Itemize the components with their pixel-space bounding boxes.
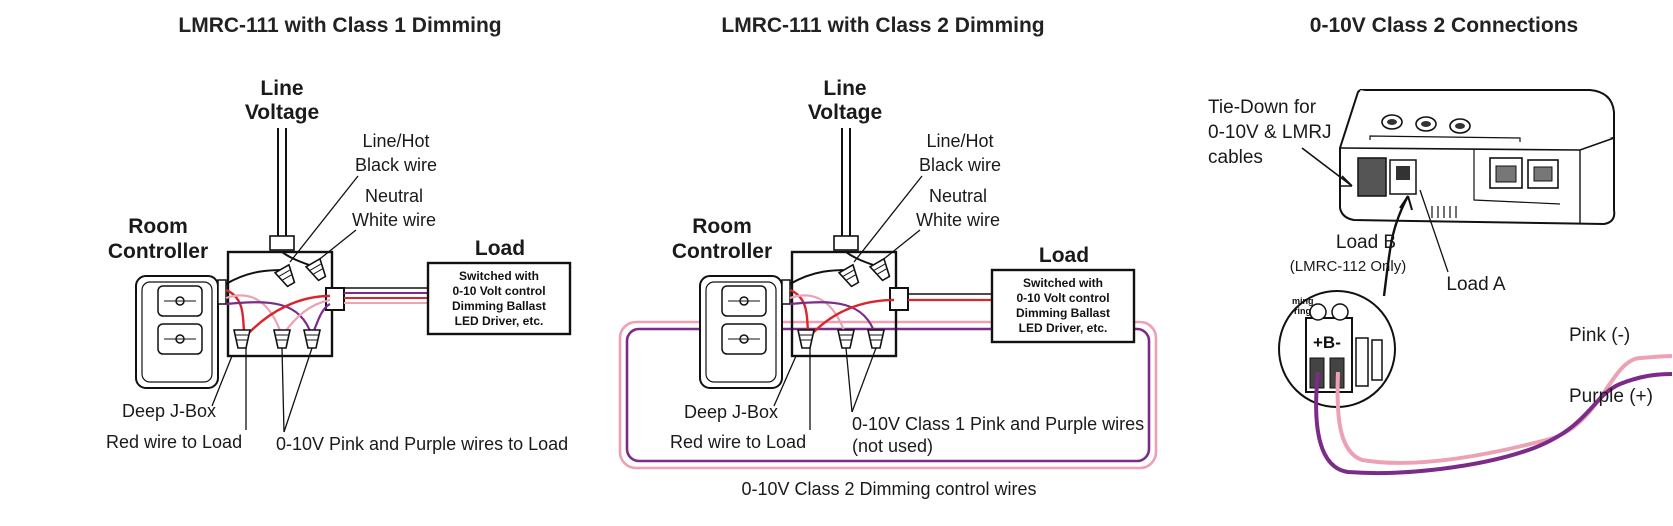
panel3-title: 0-10V Class 2 Connections [1310,14,1578,37]
leader-line [773,355,797,407]
leader-line [851,347,877,413]
leader-line [281,347,285,433]
purple-wire [225,301,314,337]
panel1-red-label: Red wire to Load [106,432,242,452]
panel1-pink-purple-label: 0-10V Pink and Purple wires to Load [276,434,568,454]
load-cable-clamp [325,287,345,311]
terminal-side-label: ring [1294,306,1311,316]
load-b-note: (LMRC-112 Only) [1290,258,1406,275]
panel2-neutral-label-1: Neutral [929,186,987,206]
panel2-controller-label-2: Controller [672,240,772,263]
panel2-class1-label-1: 0-10V Class 1 Pink and Purple wires [852,414,1144,434]
load-b-label: Load B [1336,232,1396,253]
panel2-line-label-1: Line [823,77,866,100]
leader-line [1419,189,1449,273]
lmrc-device-icon [1339,89,1616,226]
panel2-jbox-label: Deep J-Box [684,402,778,422]
wire-nut-icon [797,329,815,349]
pink-wire [789,294,848,337]
leader-line [211,355,233,407]
terminal-block-icon [1305,303,1383,393]
pink-wire [225,294,284,337]
purple-wire [789,301,878,337]
panel1-line-label-1: Line [260,77,303,100]
wire-nut-icon [305,258,330,284]
class2-purple-loop [625,327,1151,463]
panel2-red-label: Red wire to Load [670,432,806,452]
arrowhead-icon [1340,175,1353,187]
wire-nut-icon [837,329,855,349]
panel1-load-label: Load [475,237,525,260]
panel2-load-label: Load [1039,244,1089,267]
room-controller-icon [699,275,791,389]
purple-label: Purple (+) [1569,386,1653,407]
cable-clamp [269,235,295,251]
panel1-hot-label-2: Black wire [355,155,437,175]
panel1-line-label-2: Voltage [245,101,319,124]
panel-class2-connections: 0-10V Class 2 Connections [1208,14,1673,475]
panel1-jbox-label: Deep J-Box [122,401,216,421]
panel2-title: LMRC-111 with Class 2 Dimming [721,14,1044,37]
wire-nut-icon [273,329,291,349]
wire-nut-icon [303,329,321,349]
load-box-line: LED Driver, etc. [1019,321,1108,335]
panel2-class2-caption: 0-10V Class 2 Dimming control wires [741,479,1036,499]
tie-down-label-1: Tie-Down for [1208,97,1317,118]
leader-line [289,175,359,263]
load-box-line: Switched with [459,269,539,283]
load-box [990,268,1136,344]
wire-nut-icon [867,329,885,349]
wire-nut-icon [869,258,894,284]
red-wire [809,298,895,337]
load-box-line: 0-10 Volt control [1016,291,1109,305]
leader-line [853,175,923,263]
load-box-line: Dimming Ballast [1016,306,1110,320]
panel2-class1-label-2: (not used) [852,436,933,456]
load-box [426,261,572,336]
terminal-polarity-label: +B- [1313,333,1341,352]
panel2-controller-label-1: Room [692,215,752,238]
panel2-hot-label-2: Black wire [919,155,1001,175]
wire-nut-icon [838,264,863,290]
load-box-line: 0-10 Volt control [452,284,545,298]
panel1-controller-label-2: Controller [108,240,208,263]
leader-arrow [1382,195,1410,297]
load-box-line: Switched with [1023,276,1103,290]
panel2-neutral-label-2: White wire [916,210,1000,230]
terminal-side-label: ming [1292,296,1314,306]
leader-line [315,229,357,263]
pink-wire [1335,354,1673,465]
load-box-line: LED Driver, etc. [455,314,544,328]
panel1-hot-label-1: Line/Hot [362,131,429,151]
class2-pink-loop [618,320,1158,470]
panel1-neutral-label-2: White wire [352,210,436,230]
arrowhead-icon [1399,195,1413,211]
leader-line [879,229,921,263]
panel1-title: LMRC-111 with Class 1 Dimming [178,14,501,37]
caption-backdrop [740,476,1040,500]
cable-clamp [833,235,859,251]
panel-class2: LMRC-111 with Class 2 Dimming Line Volta… [618,14,1158,500]
tie-down-label-3: cables [1208,147,1263,168]
panel-class1: LMRC-111 with Class 1 Dimming Line Volta… [106,14,572,454]
load-a-label: Load A [1446,274,1505,295]
pink-label: Pink (-) [1569,325,1630,346]
load-box-line: Dimming Ballast [452,299,546,313]
wire-nut-icon [274,264,299,290]
leader-line [1301,147,1353,187]
wire-nut-icon [233,329,251,349]
red-wire [245,294,331,337]
tie-down-label-2: 0-10V & LMRJ [1208,122,1332,143]
leader-line [283,347,313,433]
panel2-hot-label-1: Line/Hot [926,131,993,151]
panel1-neutral-label-1: Neutral [365,186,423,206]
room-controller-icon [135,275,227,389]
purple-wire [1314,371,1673,475]
leader-line [845,347,853,413]
panel1-controller-label-1: Room [128,215,188,238]
panel2-line-label-2: Voltage [808,101,882,124]
